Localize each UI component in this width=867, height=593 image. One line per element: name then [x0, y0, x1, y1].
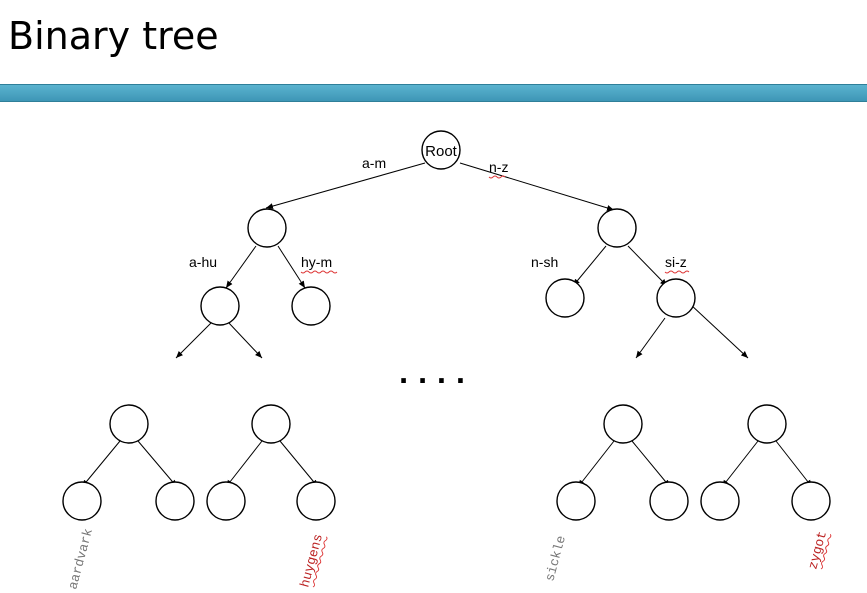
edge-bottom	[81, 440, 121, 488]
tree-node	[291, 286, 331, 326]
leaf-node	[556, 481, 596, 521]
leaf-word-sickle: sickle	[542, 534, 569, 583]
spellcheck-underline	[488, 175, 506, 179]
edge-root-right	[459, 162, 615, 211]
edge-stub	[635, 317, 666, 359]
edge-bottom	[577, 440, 615, 488]
leaf-node	[649, 481, 689, 521]
edge-bottom	[225, 440, 263, 488]
edge-right-right	[627, 245, 668, 287]
tree-node	[597, 208, 637, 248]
edge-left-right	[277, 245, 306, 289]
edge-bottom	[775, 440, 813, 488]
edge-stub	[175, 321, 213, 359]
tree-node	[109, 404, 149, 444]
spellcheck-underline	[312, 536, 328, 588]
edge-label-a-hu: a-hu	[189, 254, 217, 270]
edge-bottom	[721, 440, 759, 488]
edge-bottom	[631, 440, 671, 488]
leaf-node	[700, 481, 740, 521]
slide-title: Binary tree	[8, 14, 219, 58]
root-node	[421, 130, 461, 170]
edge-label-n-z: n-z	[489, 159, 508, 175]
edge-right-left	[572, 245, 607, 287]
leaf-node	[206, 481, 246, 521]
spellcheck-underline	[664, 270, 690, 274]
tree-node	[747, 404, 787, 444]
edge-left-left	[225, 245, 257, 289]
edge-root-left	[265, 162, 426, 209]
leaf-node	[62, 481, 102, 521]
edge-label-hy-m-text: hy-m	[301, 254, 332, 270]
leaf-word-huygens: huygens	[297, 532, 326, 589]
edge-label-si-z: si-z	[665, 254, 687, 270]
tree-node	[247, 208, 287, 248]
tree-node	[603, 404, 643, 444]
edge-stub	[689, 303, 749, 359]
leaf-word-aardvark: aardvark	[65, 527, 96, 591]
edge-stub	[227, 321, 263, 359]
spellcheck-underline	[820, 534, 832, 570]
root-label: Root	[425, 143, 458, 160]
title-divider-band	[0, 84, 867, 102]
edge-label-a-m: a-m	[362, 155, 386, 171]
tree-node	[200, 286, 240, 326]
edge-bottom	[137, 440, 178, 488]
leaf-node	[791, 481, 831, 521]
edge-bottom	[279, 440, 319, 488]
tree-node	[251, 404, 291, 444]
spellcheck-underline	[300, 270, 338, 274]
tree-node	[656, 278, 696, 318]
edge-label-n-sh: n-sh	[531, 254, 558, 270]
tree-node	[545, 278, 585, 318]
ellipsis: . . . .	[399, 360, 466, 390]
leaf-node	[155, 481, 195, 521]
leaf-node	[296, 481, 336, 521]
